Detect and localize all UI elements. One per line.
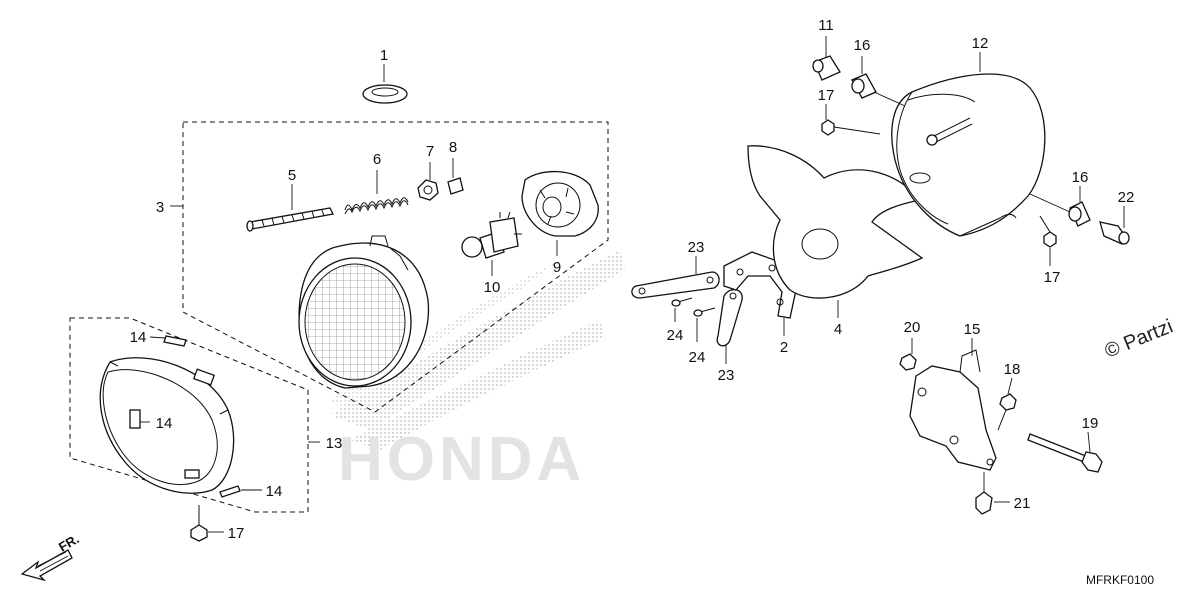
leader-16a-axis [873, 91, 906, 107]
bolt-part-17-right [1039, 215, 1057, 248]
drawing-code: MFRKF0100 [1086, 573, 1154, 587]
callout-24a: 24 [667, 327, 684, 344]
callout-15: 15 [964, 321, 981, 338]
leader-18 [1007, 377, 1013, 395]
callout-11: 11 [818, 17, 834, 34]
callout-17b: 17 [818, 87, 835, 104]
bolt-part-18 [997, 393, 1017, 431]
callout-23b: 23 [718, 367, 735, 384]
leader-16b-axis [1029, 193, 1071, 213]
callout-1: 1 [380, 47, 388, 64]
screw-part-24b [693, 307, 716, 317]
cover-part-4 [747, 145, 924, 299]
callout-5: 5 [288, 167, 296, 184]
callout-17c: 17 [1044, 269, 1061, 286]
bolt-part-19 [1027, 433, 1103, 473]
front-direction-arrow-icon [20, 549, 73, 582]
callout-20: 20 [904, 319, 921, 336]
cap-part-8 [447, 177, 464, 195]
leader-14a [149, 336, 166, 339]
callout-16b: 16 [1072, 169, 1089, 186]
stay-part-23b [716, 289, 743, 347]
nut-part-20 [899, 353, 917, 371]
callout-17a: 17 [228, 525, 245, 542]
front-direction-label: FR. [56, 531, 82, 554]
callout-19: 19 [1082, 415, 1099, 432]
headlight-unit [298, 235, 430, 389]
grommet-part-1 [362, 84, 408, 104]
callout-21: 21 [1014, 495, 1031, 512]
bushing-part-11 [812, 55, 841, 81]
screw-part-24a [671, 297, 693, 307]
callout-13: 13 [326, 435, 343, 452]
callout-22: 22 [1118, 189, 1135, 206]
nut-part-7 [417, 179, 439, 201]
clip-part-14c [219, 485, 241, 498]
honda-watermark-text: HONDA [338, 425, 585, 494]
headlight-case-part-12 [891, 73, 1046, 237]
leader-19 [1087, 431, 1091, 453]
callout-7: 7 [426, 143, 434, 160]
callout-8: 8 [449, 139, 457, 156]
collar-part-22 [1099, 221, 1130, 245]
callout-4: 4 [834, 321, 842, 338]
group-3-outline [182, 121, 609, 413]
callout-3: 3 [156, 199, 164, 216]
copyright-watermark: © Partzi [1102, 315, 1176, 362]
socket-cover-part-9 [521, 170, 599, 237]
headlight-rim-part-13 [99, 357, 235, 494]
callout-14c: 14 [266, 483, 283, 500]
callout-14b: 14 [156, 415, 173, 432]
callout-14a: 14 [130, 329, 147, 346]
nut-part-21 [975, 472, 993, 515]
rubber-part-16a [851, 73, 877, 99]
callout-12: 12 [972, 35, 989, 52]
clip-part-14a [163, 335, 187, 347]
callout-16a: 16 [854, 37, 871, 54]
bracket-part-15 [909, 349, 997, 471]
bolt-part-17-top [821, 119, 881, 136]
stay-part-23a [631, 271, 720, 299]
callout-2: 2 [780, 339, 788, 356]
rubber-part-16b [1068, 201, 1091, 227]
adjusting-screw-part-5 [246, 207, 334, 232]
callout-23a: 23 [688, 239, 705, 256]
callout-10: 10 [484, 279, 501, 296]
callout-24b: 24 [689, 349, 706, 366]
callout-18: 18 [1004, 361, 1021, 378]
bolt-part-17-rim [190, 505, 208, 542]
headlight-bulb-part-10 [461, 211, 522, 259]
callout-6: 6 [373, 151, 381, 168]
spring-part-6 [344, 197, 409, 215]
callout-9: 9 [553, 259, 561, 276]
